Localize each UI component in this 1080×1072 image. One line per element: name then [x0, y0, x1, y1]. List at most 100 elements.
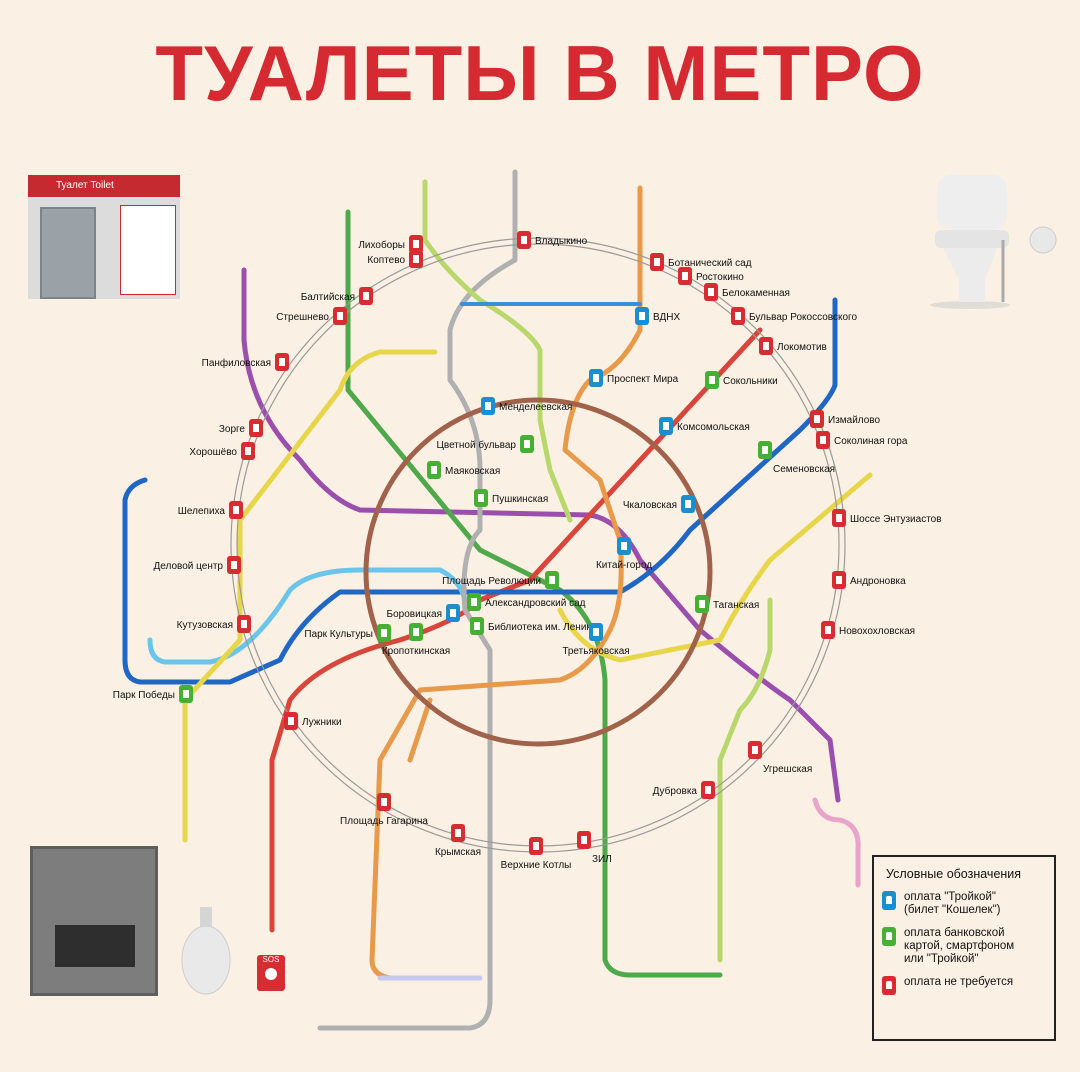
station-label: Менделеевская — [499, 402, 572, 413]
toilet-figure — [450, 609, 456, 617]
toilet-figure — [337, 312, 343, 320]
toilet-figure — [820, 436, 826, 444]
legend-card-line2: картой, смартфоном — [904, 940, 1015, 952]
legend: Условные обозначения оплата "Тройкой" (б… — [872, 855, 1056, 1041]
station-marker: Маяковская — [427, 461, 500, 479]
legend-text-card: оплата банковской картой, смартфоном или… — [904, 927, 1014, 966]
station-label: Боровицкая — [387, 609, 442, 620]
station-label: Дубровка — [653, 785, 698, 797]
station-label: Андроновка — [850, 576, 906, 587]
line-yellow-right — [557, 472, 873, 663]
toilet-figure — [685, 500, 691, 508]
station-marker: Панфиловская — [202, 353, 289, 371]
station-marker: Боровицкая — [387, 604, 460, 622]
station-marker: Александровский сад — [467, 593, 586, 611]
toilet-figure — [413, 240, 419, 248]
station-marker: Цветной бульвар — [436, 435, 534, 453]
toilet-info-panel — [120, 205, 176, 295]
sos-label: SOS — [262, 955, 280, 964]
station-marker: Верхние Котлы — [501, 837, 572, 871]
station-label: Проспект Мира — [607, 374, 679, 385]
toilet-figure — [752, 746, 758, 754]
toilet-figure — [581, 836, 587, 844]
sos-button-circle — [265, 968, 277, 980]
station-label: Соколиная гора — [834, 436, 908, 447]
station-marker: ВДНХ — [635, 307, 680, 325]
station-label: Новохохловская — [839, 626, 915, 637]
station-label: ЗИЛ — [592, 854, 612, 865]
station-marker: Угрешская — [748, 741, 812, 775]
line-grey-serpukhovskaya — [317, 169, 518, 1031]
station-marker: Чкаловская — [623, 495, 695, 513]
toilet-figure — [288, 717, 294, 725]
station-label: Площадь Революции — [442, 576, 541, 587]
station-label: Шелепиха — [178, 506, 226, 517]
station-marker: Ростокино — [678, 267, 744, 285]
toilet-figure — [253, 424, 259, 432]
toilet-figure — [431, 466, 437, 474]
line-lightblue-filyovskaya — [147, 567, 468, 665]
station-label: Зорге — [219, 424, 246, 435]
toilet-figure — [183, 690, 189, 698]
station-marker: Площадь Гагарина — [340, 793, 428, 827]
station-marker: Кутузовская — [177, 615, 251, 633]
station-marker: Парк Победы — [113, 685, 193, 703]
line-orange-bottom — [407, 697, 433, 763]
station-marker: Шелепиха — [178, 501, 243, 519]
toilet-bowl-icon — [930, 175, 1057, 309]
toilet-figure — [413, 628, 419, 636]
station-label: Верхние Котлы — [501, 860, 572, 871]
urinal-icon — [181, 907, 231, 995]
legend-troika-line2: (билет "Кошелек") — [904, 904, 1001, 916]
toilet-figure — [762, 446, 768, 454]
legend-card-line3: или "Тройкой" — [904, 953, 979, 965]
station-marker: Балтийская — [301, 287, 373, 305]
station-label: Пушкинская — [492, 494, 548, 505]
toilet-figure — [708, 288, 714, 296]
station-marker: Белокаменная — [704, 283, 790, 301]
toilet-kiosk-illustration: Туалет Toilet — [28, 175, 180, 299]
toilet-figure — [413, 255, 419, 263]
toilet-figure — [836, 514, 842, 522]
toilet-sign-en: Toilet — [90, 180, 114, 191]
mck-ring-outer — [230, 237, 846, 853]
toilet-figure — [663, 422, 669, 430]
legend-item-troika: оплата "Тройкой" (билет "Кошелек") — [882, 891, 1046, 917]
toilet-figure — [639, 312, 645, 320]
station-marker: Крымская — [435, 824, 481, 858]
toilet-figure — [279, 358, 285, 366]
station-marker: Коптево — [367, 250, 423, 268]
station-label: Лужники — [302, 717, 342, 728]
toilet-figure — [233, 506, 239, 514]
toilet-sign: Туалет Toilet — [28, 175, 180, 197]
station-label: Стрешнево — [276, 312, 329, 323]
station-marker: Соколиная гора — [816, 431, 908, 449]
toilet-figure — [705, 786, 711, 794]
toilet-figure — [245, 447, 251, 455]
legend-free-line1: оплата не требуется — [904, 976, 1014, 988]
station-marker: Андроновка — [832, 571, 906, 589]
station-label: Таганская — [713, 600, 759, 611]
toilet-figure — [455, 829, 461, 837]
toilet-figure — [533, 842, 539, 850]
station-marker: Пушкинская — [474, 489, 548, 507]
sos-button-illustration: SOS — [257, 955, 285, 991]
toilet-figure — [241, 620, 247, 628]
toilet-figure — [836, 576, 842, 584]
station-marker: Шоссе Энтузиастов — [832, 509, 942, 527]
legend-text-troika: оплата "Тройкой" (билет "Кошелек") — [904, 891, 1001, 917]
station-label: Маяковская — [445, 466, 500, 477]
station-label: Китай-город — [596, 560, 652, 571]
toilet-figure — [363, 292, 369, 300]
page-title: ТУАЛЕТЫ В МЕТРО — [155, 29, 925, 117]
station-marker: Таганская — [695, 595, 759, 613]
station-label: Белокаменная — [722, 288, 790, 299]
station-marker: Хорошёво — [189, 442, 255, 460]
toilet-figure — [231, 561, 237, 569]
station-label: Парк Культуры — [304, 629, 373, 640]
legend-troika-line1: оплата "Тройкой" — [904, 891, 996, 903]
line-yellow-kalininskaya — [182, 349, 438, 843]
station-label: Деловой центр — [154, 561, 224, 572]
station-label: Панфиловская — [202, 357, 271, 369]
